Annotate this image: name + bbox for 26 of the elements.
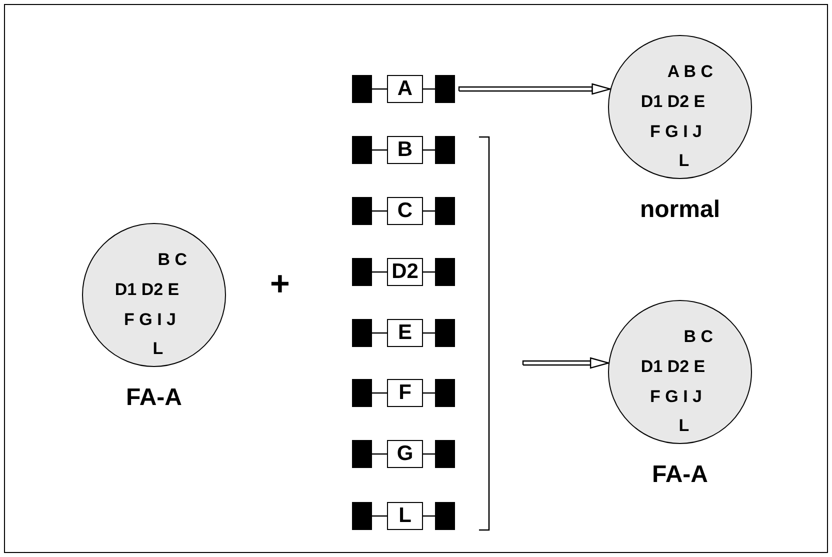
gene-list: B C (684, 327, 713, 347)
gene-label: F (387, 379, 423, 407)
gene-list: D1 D2 E (640, 357, 706, 377)
plus-sign: + (270, 266, 290, 302)
gene-list: D1 D2 E (640, 92, 706, 112)
gene-label: L (387, 502, 423, 530)
gene-list: F G I J (124, 310, 176, 330)
gene-list: D1 D2 E (114, 280, 180, 300)
gene-list: F G I J (650, 387, 702, 407)
gene-list: L (678, 151, 690, 171)
gene-label: E (387, 319, 423, 347)
gene-list: L (152, 339, 164, 359)
gene-label: C (387, 197, 423, 225)
circle-caption: FA-A (651, 461, 709, 489)
gene-list: A B C (667, 62, 713, 82)
circle-caption: normal (638, 196, 721, 224)
gene-list: L (678, 416, 690, 436)
gene-label: G (387, 440, 423, 468)
double-arrow (522, 357, 610, 369)
double-arrow (458, 83, 611, 95)
circle-caption: FA-A (125, 384, 183, 412)
gene-label: D2 (387, 258, 423, 286)
gene-list: B C (158, 250, 187, 270)
gene-list: F G I J (650, 122, 702, 142)
gene-label: A (387, 75, 423, 103)
gene-label: B (387, 136, 423, 164)
